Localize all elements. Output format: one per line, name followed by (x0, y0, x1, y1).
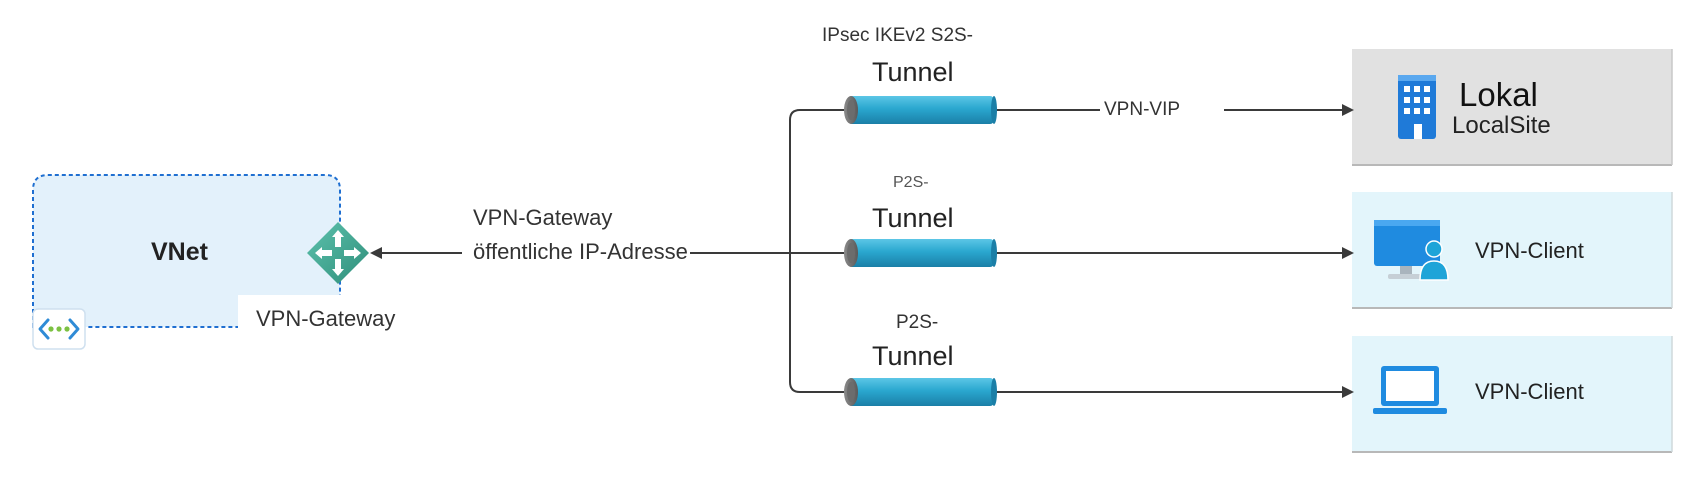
building-icon (1398, 75, 1436, 139)
virtual-network-icon (32, 308, 86, 350)
vnet-title: VNet (151, 238, 208, 266)
tunnel2-type-label: P2S- (893, 174, 929, 191)
branch-bracket (789, 109, 850, 393)
localsite-subtitle: LocalSite (1452, 112, 1551, 139)
endpoint-box-vpn-client-laptop (1352, 336, 1673, 453)
vpn-client-laptop-label: VPN-Client (1475, 379, 1584, 404)
tunnel3-name: Tunnel (872, 341, 954, 371)
laptop-icon (1373, 366, 1447, 414)
localsite-title: Lokal (1459, 76, 1538, 113)
desktop-user-icon (1374, 220, 1449, 281)
tunnel1-link-label: VPN-VIP (1104, 99, 1181, 120)
connection-lines (370, 104, 1354, 398)
tunnel-pipe-2 (844, 239, 997, 267)
tunnel1-name: Tunnel (872, 57, 954, 87)
gateway-router-icon (307, 222, 369, 284)
vpn-client-desktop-label: VPN-Client (1475, 238, 1584, 263)
tunnel-pipe-3 (844, 378, 997, 406)
tunnel2-name: Tunnel (872, 203, 954, 233)
vnet-box (32, 174, 343, 335)
tunnel-pipe-1 (844, 96, 997, 124)
public-ip-line1: VPN-Gateway (473, 205, 613, 230)
public-ip-line2: öffentliche IP-Adresse (473, 239, 688, 264)
vpn-gateway-label: VPN-Gateway (256, 306, 396, 331)
tunnel3-type-label: P2S- (896, 312, 939, 333)
tunnel1-type-label: IPsec IKEv2 S2S- (822, 25, 974, 46)
